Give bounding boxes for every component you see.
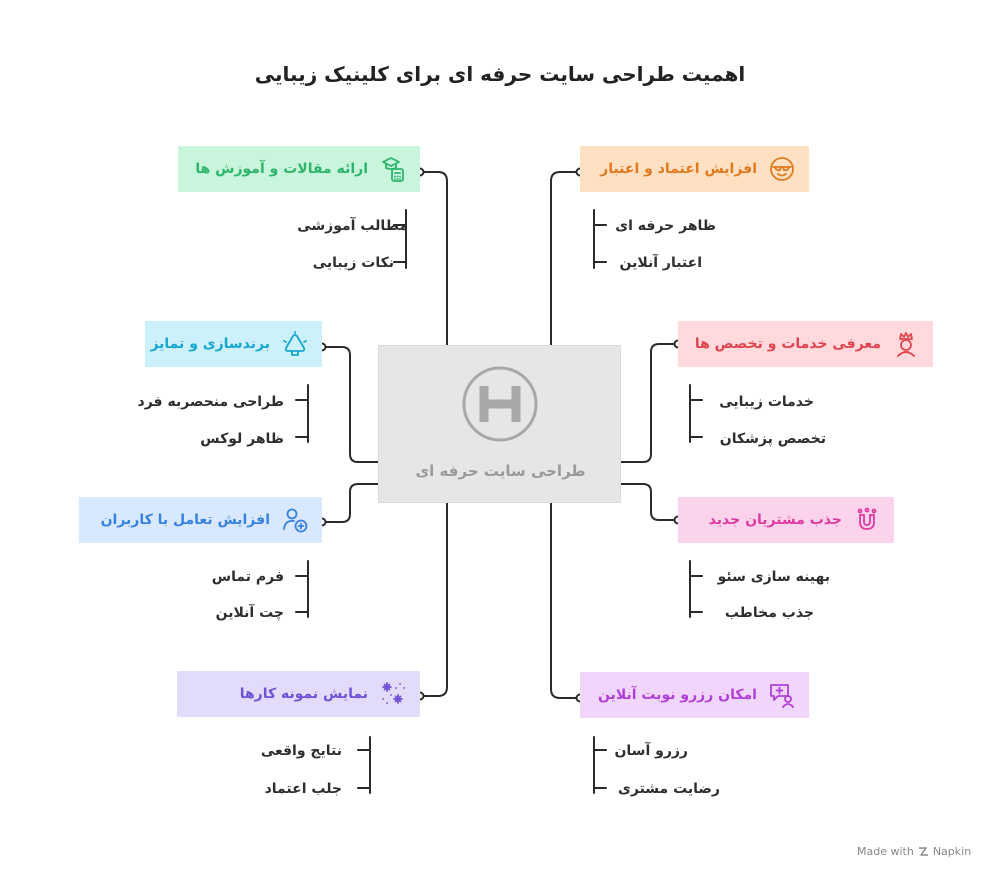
napkin-brand-label: Napkin — [932, 845, 972, 858]
add-user-icon — [283, 508, 308, 533]
medical-chat-icon — [770, 684, 794, 708]
topic-trust: افزایش اعتماد و اعتبار — [580, 146, 809, 192]
central-topic-card: طراحی سایت حرفه ای — [378, 345, 621, 503]
list-item: چت آنلاین — [215, 605, 284, 621]
list-item: نکات زیبایی — [312, 255, 394, 271]
list-item: جلب اعتماد — [264, 781, 342, 797]
topic-branding: برندسازی و تمایز — [145, 321, 322, 367]
made-with-label: Made with — [857, 845, 914, 858]
sunglasses-face-icon — [770, 157, 794, 181]
topic-label: ارائه مقالات و آموزش ها — [195, 161, 368, 177]
sparkles-icon — [382, 682, 405, 704]
topic-label: افزایش تعامل با کاربران — [100, 512, 270, 528]
topic-online-booking: امکان رزرو نوبت آنلاین — [580, 672, 809, 718]
page-title: اهمیت طراحی سایت حرفه ای برای کلینیک زیب… — [254, 62, 746, 86]
topic-services: معرفی خدمات و تخصص ها — [678, 321, 933, 367]
topic-label: امکان رزرو نوبت آنلاین — [598, 687, 757, 703]
graduation-calculator-icon — [382, 157, 404, 182]
list-item: مطالب آموزشی — [297, 218, 408, 234]
list-item: جذب مخاطب — [724, 605, 814, 621]
topic-portfolio: نمایش نمونه کارها — [177, 671, 420, 717]
magnet-icon — [857, 507, 877, 530]
list-item: رضایت مشتری — [618, 781, 720, 797]
list-item: اعتبار آنلاین — [619, 255, 702, 271]
list-item: خدمات زیبایی — [719, 394, 814, 410]
list-item: رزرو آسان — [614, 743, 688, 759]
topic-label: معرفی خدمات و تخصص ها — [694, 336, 881, 352]
topic-label: افزایش اعتماد و اعتبار — [600, 161, 757, 177]
central-topic-label: طراحی سایت حرفه ای — [415, 462, 586, 480]
topic-articles: ارائه مقالات و آموزش ها — [178, 146, 420, 192]
list-item: بهینه سازی سئو — [717, 569, 830, 585]
napkin-credit: Made with Napkin — [857, 845, 971, 858]
list-item: فرم تماس — [211, 569, 284, 585]
list-item: ظاهر لوکس — [200, 431, 284, 447]
list-item: تخصص پزشکان — [719, 431, 826, 447]
topic-new-customers: جذب مشتریان جدید — [678, 497, 894, 543]
topic-label: نمایش نمونه کارها — [239, 686, 368, 702]
list-item: ظاهر حرفه ای — [615, 218, 716, 234]
list-item: طراحی منحصربه فرد — [137, 394, 284, 410]
topic-engagement: افزایش تعامل با کاربران — [79, 497, 322, 543]
topic-label: جذب مشتریان جدید — [708, 512, 842, 528]
crowned-person-icon — [897, 332, 915, 357]
list-item: نتایج واقعی — [260, 743, 342, 759]
megaphone-icon — [283, 331, 307, 356]
topic-label: برندسازی و تمایز — [150, 336, 270, 352]
napkin-logo-icon — [918, 847, 928, 856]
h-logo-icon — [462, 366, 538, 442]
